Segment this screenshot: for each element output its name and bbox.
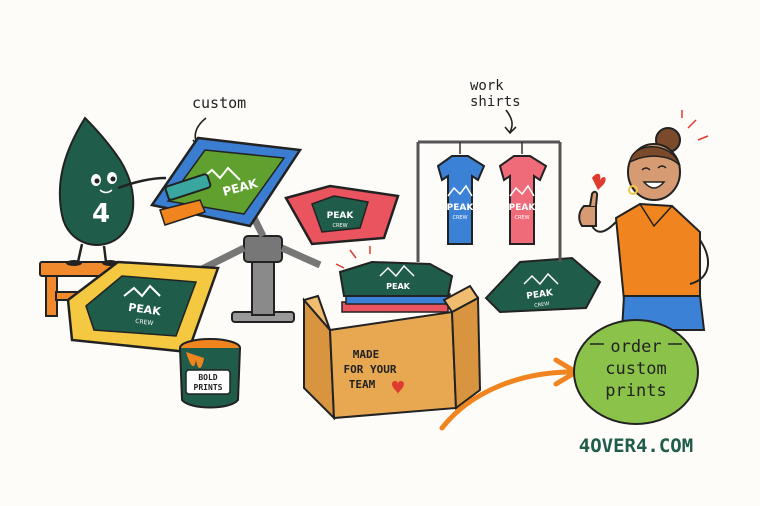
yellow-platen-brand-line2: CREW bbox=[135, 318, 154, 327]
cta-line3: prints bbox=[605, 381, 666, 401]
folded-shirt: PEAK CREW bbox=[484, 256, 602, 314]
heart-icon bbox=[392, 381, 404, 394]
paint-can-line2: PRINTS bbox=[194, 383, 223, 392]
happy-customer bbox=[578, 110, 710, 331]
pink-shirt-line1: PEAK bbox=[509, 203, 537, 213]
order-cta[interactable]: order custom prints 4OVER4.COM bbox=[573, 319, 699, 457]
mascot-number: 4 bbox=[92, 199, 110, 229]
paint-can-line1: BOLD bbox=[198, 373, 217, 382]
work-shirts-line2: shirts bbox=[470, 94, 521, 110]
red-platen-brand-line2: CREW bbox=[332, 223, 347, 229]
folded-shirt-line2: CREW bbox=[534, 301, 550, 309]
red-platen-brand-line1: PEAK bbox=[327, 211, 355, 221]
blue-shirt-line1: PEAK bbox=[447, 203, 475, 213]
blue-shirt-line2: CREW bbox=[452, 215, 467, 221]
shipping-box: PEAK MADE FOR YOUR TEAM bbox=[302, 246, 482, 421]
custom-label: custom bbox=[192, 94, 246, 112]
box-shirt-brand: PEAK bbox=[386, 282, 411, 291]
heart-icon-small bbox=[592, 173, 606, 190]
screen-printing-press: PEAK PEAK CREW PEAK CREW bbox=[66, 136, 400, 354]
yellow-platen-brand-line1: PEAK bbox=[127, 301, 162, 318]
box-line1: MADE bbox=[353, 348, 380, 361]
box-line3: TEAM bbox=[349, 378, 376, 391]
clothing-rack: work shirts PEAK CREW PEAK CREW bbox=[416, 78, 562, 262]
cta-badge[interactable] bbox=[573, 319, 699, 425]
cta-line2: custom bbox=[605, 359, 666, 379]
paint-can: BOLD PRINTS bbox=[179, 338, 241, 409]
folded-shirt-line1: PEAK bbox=[526, 288, 555, 302]
pink-shirt-line2: CREW bbox=[514, 215, 529, 221]
cta-line1: order bbox=[610, 337, 661, 357]
box-line2: FOR YOUR bbox=[344, 363, 397, 376]
ink-drop-mascot: 4 bbox=[58, 116, 167, 266]
work-shirts-line1: work bbox=[470, 78, 504, 94]
cta-url-link[interactable]: 4OVER4.COM bbox=[579, 435, 693, 457]
